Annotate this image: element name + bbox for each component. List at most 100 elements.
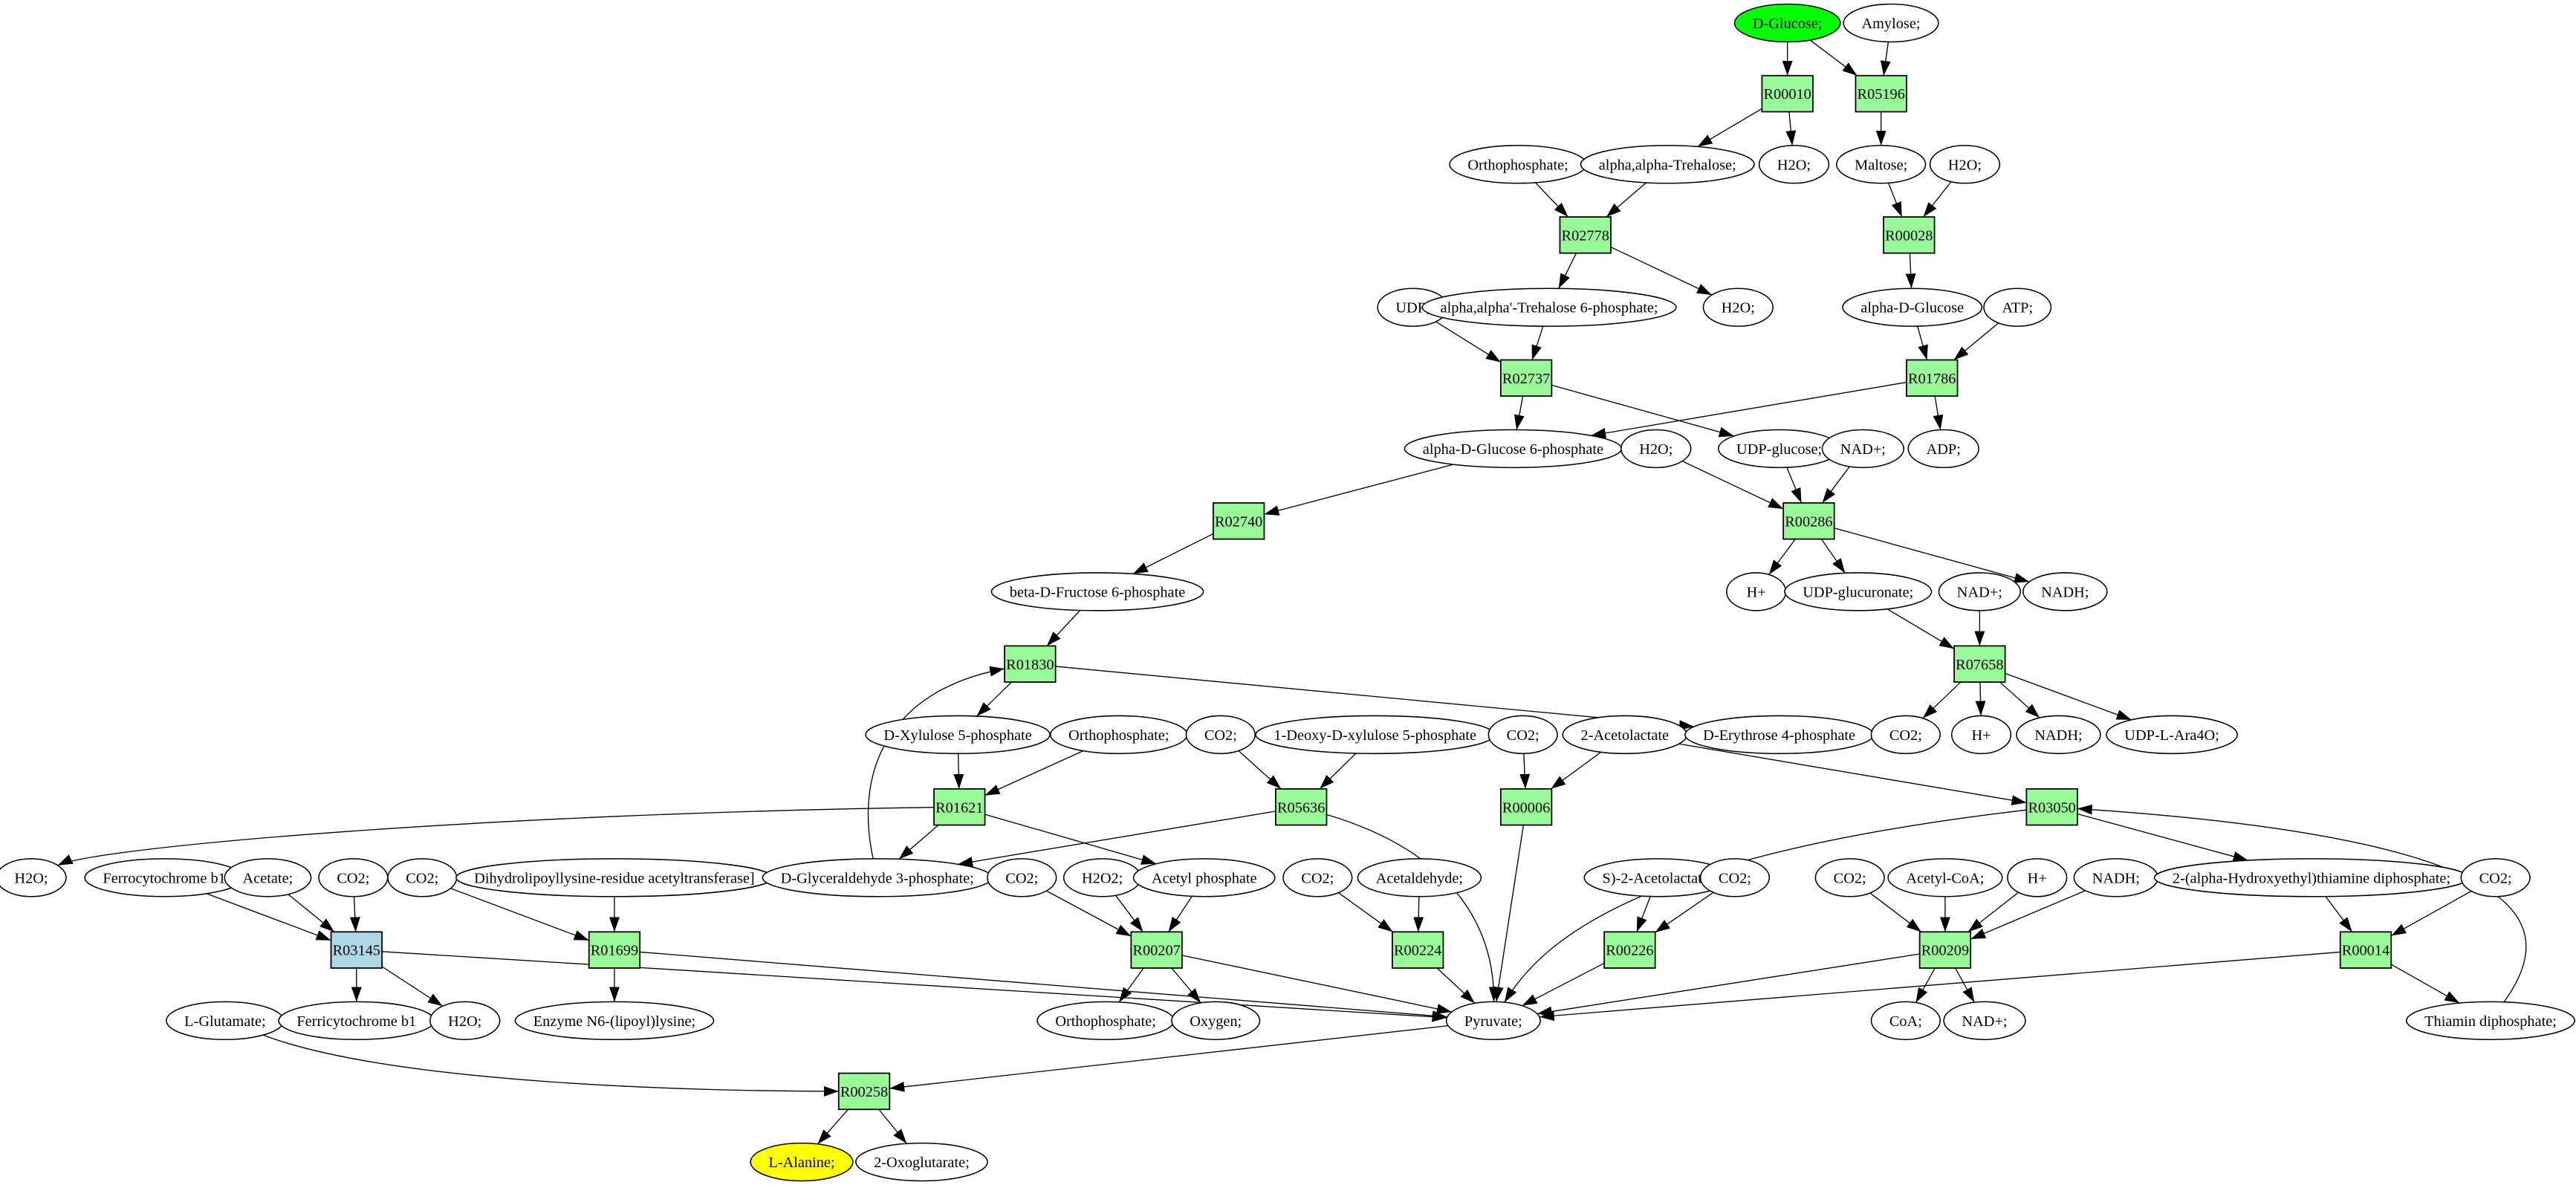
compound-node-beta-d-fructose-6-phosphate[interactable]: beta-D-Fructose 6-phosphate [990, 572, 1204, 611]
compound-node-pyruvate[interactable]: Pyruvate; [1445, 1001, 1541, 1040]
reaction-node-r00286[interactable]: R00286 [1782, 502, 1835, 540]
compound-node-1-deoxy-d-xylulose-5-phosphate[interactable]: 1-Deoxy-D-xylulose 5-phosphate [1255, 715, 1496, 755]
compound-node-2-oxoglutarate[interactable]: 2-Oxoglutarate; [854, 1142, 988, 1182]
compound-node-nad[interactable]: NAD+; [1943, 1001, 2026, 1040]
compound-node-coa[interactable]: CoA; [1870, 1001, 1941, 1040]
reaction-node-r01786[interactable]: R01786 [1906, 359, 1959, 397]
compound-node-orthophosphate[interactable]: Orthophosphate; [1449, 145, 1587, 184]
edge-c-trehalose-to-r02778 [1606, 182, 1647, 218]
reaction-node-r00224[interactable]: R00224 [1392, 931, 1444, 969]
compound-node-co2[interactable]: CO2; [1699, 858, 1771, 897]
compound-node-maltose[interactable]: Maltose; [1836, 145, 1927, 184]
compound-node-h2o[interactable]: H2O; [1620, 429, 1692, 469]
reaction-node-r02737[interactable]: R02737 [1499, 359, 1553, 397]
compound-node-co2[interactable]: CO2; [2460, 858, 2531, 897]
compound-node-oxygen[interactable]: Oxygen; [1171, 1001, 1261, 1040]
reaction-node-r00010[interactable]: R00010 [1761, 74, 1814, 113]
reaction-box [1782, 502, 1835, 540]
reaction-node-r00006[interactable]: R00006 [1499, 788, 1553, 826]
compound-node-udp-glucuronate[interactable]: UDP-glucuronate; [1784, 572, 1933, 611]
reaction-node-r02740[interactable]: R02740 [1213, 502, 1265, 540]
compound-node-nadh[interactable]: NADH; [2016, 715, 2101, 755]
compound-node-acetyl-coa[interactable]: Acetyl-CoA; [1887, 858, 2003, 897]
compound-node-d-glyceraldehyde-3-phosphate[interactable]: D-Glyceraldehyde 3-phosphate; [762, 858, 993, 897]
compound-node-acetate[interactable]: Acetate; [224, 858, 312, 897]
compound-node-thiamin-diphosphate[interactable]: Thiamin diphosphate; [2406, 1001, 2576, 1040]
reaction-node-r07658[interactable]: R07658 [1953, 645, 2006, 683]
reaction-node-r03145[interactable]: R03145 [330, 931, 383, 969]
compound-node-2-acetolactate[interactable]: 2-Acetolactate [1562, 715, 1688, 755]
compound-node-nad[interactable]: NAD+; [1938, 572, 2022, 611]
compound-node-orthophosphate[interactable]: Orthophosphate; [1036, 1001, 1175, 1040]
compound-node-alpha-d-glucose[interactable]: alpha-D-Glucose [1842, 288, 1983, 327]
reaction-node-r01621[interactable]: R01621 [933, 788, 986, 826]
compound-node-h2o[interactable]: H2O; [1702, 288, 1774, 327]
compound-node-alpha-alpha-trehalose[interactable]: alpha,alpha-Trehalose; [1580, 145, 1755, 184]
reaction-node-r02778[interactable]: R02778 [1559, 216, 1612, 254]
compound-node-h[interactable]: H+ [1951, 715, 2012, 755]
compound-node-h2o2[interactable]: H2O2; [1062, 858, 1142, 897]
compound-node-co2[interactable]: CO2; [1185, 715, 1256, 755]
compound-node-atp[interactable]: ATP; [1983, 288, 2052, 327]
compound-node-h2o[interactable]: H2O; [429, 1001, 501, 1040]
compound-node-alpha-alpha-trehalose-6-phosphate[interactable]: alpha,alpha'-Trehalose 6-phosphate; [1421, 288, 1677, 327]
compound-node-dihydrolipoyllysine-residue-acetyltransferase[interactable]: Dihydrolipoyllysine-residue acetyltransf… [455, 858, 773, 897]
compound-node-nadh[interactable]: NADH; [2073, 858, 2159, 897]
compound-node-co2[interactable]: CO2; [987, 858, 1057, 897]
compound-node-nad[interactable]: NAD+; [1821, 429, 1905, 469]
compound-node-amylose[interactable]: Amylose; [1843, 3, 1939, 43]
reaction-box [1392, 931, 1444, 969]
compound-node-d-erythrose-4-phosphate[interactable]: D-Erythrose 4-phosphate [1684, 715, 1875, 755]
compound-node-adp[interactable]: ADP; [1907, 429, 1979, 469]
node-label: UDP; [1395, 300, 1430, 316]
node-label: R01786 [1908, 371, 1956, 387]
node-label: R07658 [1956, 657, 2003, 673]
edge-c-acetolactate-to-r03050 [1678, 743, 2027, 805]
compound-node-2-alpha-hydroxyethyl-thiamine-diphosphate[interactable]: 2-(alpha-Hydroxyethyl)thiamine diphospha… [2153, 858, 2470, 897]
compound-node-h2o[interactable]: H2O; [1929, 145, 2001, 184]
compound-node-co2[interactable]: CO2; [387, 858, 458, 897]
reaction-box [1213, 502, 1265, 540]
compound-node-co2[interactable]: CO2; [1870, 715, 1941, 755]
reaction-node-r05196[interactable]: R05196 [1855, 74, 1907, 113]
compound-node-acetaldehyde[interactable]: Acetaldehyde; [1357, 858, 1482, 897]
compound-node-h[interactable]: H+ [2007, 858, 2068, 897]
compound-node-h2o[interactable]: H2O; [0, 858, 67, 897]
compound-node-h2o[interactable]: H2O; [1758, 145, 1830, 184]
compound-node-enzyme-n6-lipoyl-lysine[interactable]: Enzyme N6-(lipoyl)lysine; [514, 1001, 715, 1040]
compound-node-udp[interactable]: UDP; [1377, 288, 1449, 327]
compound-node-l-glutamate[interactable]: L-Glutamate; [166, 1001, 285, 1040]
reaction-node-r00226[interactable]: R00226 [1603, 931, 1656, 969]
compound-node-co2[interactable]: CO2; [1282, 858, 1353, 897]
node-label: H+ [1747, 584, 1766, 600]
compound-node-h[interactable]: H+ [1726, 572, 1787, 611]
reaction-node-r03050[interactable]: R03050 [2025, 788, 2078, 826]
edge-c-co2-b-to-r00006 [1519, 753, 1531, 789]
compound-node-co2[interactable]: CO2; [1487, 715, 1558, 755]
reaction-node-r00028[interactable]: R00028 [1883, 216, 1936, 254]
node-label: R00258 [840, 1084, 888, 1100]
compound-node-co2[interactable]: CO2; [318, 858, 389, 897]
reaction-node-r05636[interactable]: R05636 [1275, 788, 1328, 826]
compound-node-s-2-acetolactate[interactable]: S)-2-Acetolactate; [1583, 858, 1732, 897]
reaction-node-r00258[interactable]: R00258 [837, 1072, 891, 1111]
compound-node-alpha-d-glucose-6-phosphate[interactable]: alpha-D-Glucose 6-phosphate [1404, 429, 1623, 469]
edge-r02778-to-c-h2o-c [1610, 246, 1713, 296]
compound-node-acetyl-phosphate[interactable]: Acetyl phosphate [1132, 858, 1276, 897]
compound-node-orthophosphate[interactable]: Orthophosphate; [1049, 715, 1188, 755]
node-label: R00224 [1394, 943, 1441, 959]
reaction-node-r01699[interactable]: R01699 [588, 931, 641, 969]
compound-node-co2[interactable]: CO2; [1814, 858, 1885, 897]
compound-node-ferricytochrome-b1[interactable]: Ferricytochrome b1 [278, 1001, 435, 1040]
compound-node-udp-l-ara4o[interactable]: UDP-L-Ara4O; [2106, 715, 2238, 755]
compound-node-d-glucose[interactable]: D-Glucose; [1733, 3, 1841, 43]
reaction-node-r01830[interactable]: R01830 [1004, 645, 1057, 683]
compound-node-nadh[interactable]: NADH; [2022, 572, 2108, 611]
reaction-node-r00209[interactable]: R00209 [1918, 931, 1972, 969]
compound-node-d-xylulose-5-phosphate[interactable]: D-Xylulose 5-phosphate [865, 715, 1051, 755]
reaction-node-r00014[interactable]: R00014 [2339, 931, 2392, 969]
compound-node-l-alanine[interactable]: L-Alanine; [750, 1142, 854, 1182]
compound-node-ferrocytochrome-b1[interactable]: Ferrocytochrome b1 [84, 858, 244, 897]
compound-ellipse [1951, 715, 2012, 755]
reaction-node-r00207[interactable]: R00207 [1130, 931, 1183, 969]
